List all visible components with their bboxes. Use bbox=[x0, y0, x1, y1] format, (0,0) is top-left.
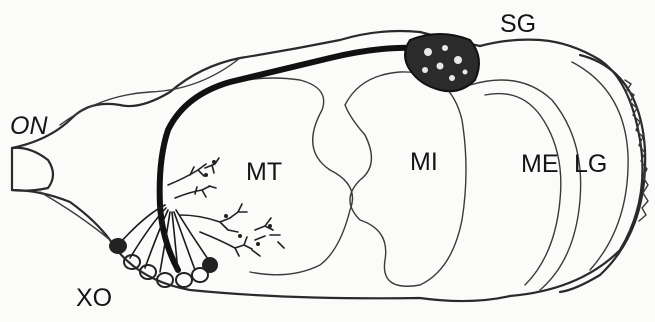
medulla-externa-outer bbox=[470, 80, 581, 290]
label-me: ME bbox=[521, 150, 559, 178]
neurosecretory-tract bbox=[160, 48, 420, 270]
medulla-externa-inner bbox=[485, 94, 561, 285]
sinus-gland bbox=[405, 34, 479, 91]
label-on: ON bbox=[10, 112, 48, 140]
medulla-interna-outline bbox=[345, 72, 466, 286]
optic-nerve-shape bbox=[12, 148, 53, 191]
upper-contour bbox=[60, 58, 240, 125]
label-sg: SG bbox=[500, 10, 536, 38]
lower-contour bbox=[40, 192, 110, 240]
label-mt: MT bbox=[246, 158, 282, 186]
label-lg: LG bbox=[574, 150, 607, 178]
label-mi: MI bbox=[410, 148, 438, 176]
label-xo: XO bbox=[76, 284, 112, 312]
